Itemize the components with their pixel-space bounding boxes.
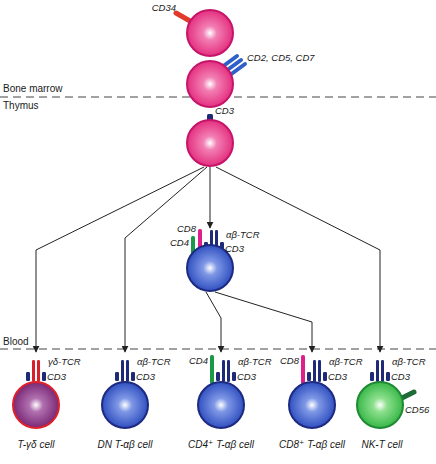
- marker-label: αβ-TCR: [392, 357, 426, 367]
- cell-name: T-γδ cell: [18, 440, 55, 450]
- marker-label: αβ-TCR: [238, 357, 272, 367]
- cell-name: CD8⁺ T-αβ cell: [279, 440, 345, 450]
- compartment-divider: [0, 349, 436, 350]
- marker-label: CD3: [215, 106, 234, 116]
- lineage-arrow: [36, 167, 204, 352]
- cd3-subunit: [232, 372, 236, 381]
- cell-node: CD34: [186, 10, 234, 57]
- cd3-subunit: [323, 372, 327, 381]
- cell-node: αβ-TCRCD3DN T-αβ cell: [101, 352, 149, 429]
- receptor-symbol: [307, 360, 327, 382]
- marker-label: CD56: [405, 405, 429, 415]
- cd3-subunit: [370, 372, 374, 381]
- cell-name: NK-T cell: [361, 440, 402, 450]
- cd3-subunit: [115, 372, 119, 381]
- marker-label: CD2, CD5, CD7: [247, 53, 315, 63]
- receptor-symbol: [115, 360, 135, 382]
- marker-label: CD3: [237, 372, 256, 382]
- marker-label: CD3: [47, 372, 66, 382]
- receptor-chain: [313, 360, 316, 382]
- cell-body: [357, 382, 403, 428]
- region-label: Bone marrow: [3, 84, 62, 94]
- cell-node: CD8CD4αβ-TCRCD3: [186, 228, 234, 292]
- cell-shape: [186, 61, 234, 108]
- marker-label: CD8: [177, 224, 196, 234]
- cd3-subunit: [386, 372, 390, 381]
- cell-shape: [186, 114, 234, 167]
- cell-shape: [186, 10, 234, 57]
- cell-node: CD3: [186, 114, 234, 167]
- cell-node: γδ-TCRCD3T-γδ cell: [12, 352, 60, 429]
- lineage-arrow: [216, 167, 380, 352]
- marker-label: αβ-TCR: [226, 230, 260, 240]
- cd3-subunit: [307, 372, 311, 381]
- cell-body: [13, 382, 59, 428]
- marker-label: CD8: [280, 356, 299, 366]
- receptor-chain: [227, 360, 230, 382]
- cd3-subunit: [131, 372, 135, 381]
- lineage-arrow: [210, 167, 211, 228]
- region-label: Thymus: [3, 101, 39, 111]
- marker-label: CD3: [328, 372, 347, 382]
- cell-node: αβ-TCRCD3CD56NK-T cell: [356, 352, 404, 429]
- receptor-symbol: [216, 360, 236, 382]
- marker-label: CD4: [170, 238, 189, 248]
- marker-label: CD3: [136, 372, 155, 382]
- cell-node: CD2, CD5, CD7: [186, 61, 234, 108]
- receptor-chain: [222, 360, 225, 382]
- cd3-subunit: [26, 372, 30, 381]
- cd3-subunit: [42, 372, 46, 381]
- receptor-chain: [37, 360, 40, 382]
- cell-name: CD4⁺ T-αβ cell: [188, 440, 254, 450]
- lineage-arrow: [215, 292, 312, 352]
- cell-body: [187, 10, 233, 56]
- receptor-chain: [32, 360, 35, 382]
- lineage-arrow: [206, 292, 221, 352]
- cell-name: DN T-αβ cell: [98, 440, 153, 450]
- cell-body: [289, 382, 335, 428]
- receptor-symbol: [370, 360, 390, 382]
- region-label: Blood: [3, 337, 29, 347]
- surface-marker: [230, 64, 245, 75]
- cell-body: [102, 382, 148, 428]
- surface-marker: [301, 355, 305, 384]
- receptor-chain: [376, 360, 379, 382]
- cd3-subunit: [216, 372, 220, 381]
- surface-marker: [210, 355, 214, 384]
- marker-label: CD34: [152, 3, 176, 13]
- receptor-chain: [121, 360, 124, 382]
- cell-body: [187, 61, 233, 107]
- receptor-chain: [126, 360, 129, 382]
- cell-body: [187, 120, 233, 166]
- cell-node: CD4αβ-TCRCD3CD4⁺ T-αβ cell: [197, 352, 245, 429]
- cell-body: [198, 382, 244, 428]
- receptor-symbol: [26, 360, 46, 382]
- marker-label: αβ-TCR: [329, 357, 363, 367]
- receptor-chain: [318, 360, 321, 382]
- marker-label: γδ-TCR: [48, 357, 81, 367]
- marker-label: CD3: [391, 372, 410, 382]
- marker-label: CD4: [189, 356, 208, 366]
- marker-label: αβ-TCR: [137, 357, 171, 367]
- cell-node: CD8αβ-TCRCD3CD8⁺ T-αβ cell: [288, 352, 336, 429]
- surface-marker: [176, 13, 190, 21]
- marker-label: CD3: [225, 244, 244, 254]
- receptor-chain: [381, 360, 384, 382]
